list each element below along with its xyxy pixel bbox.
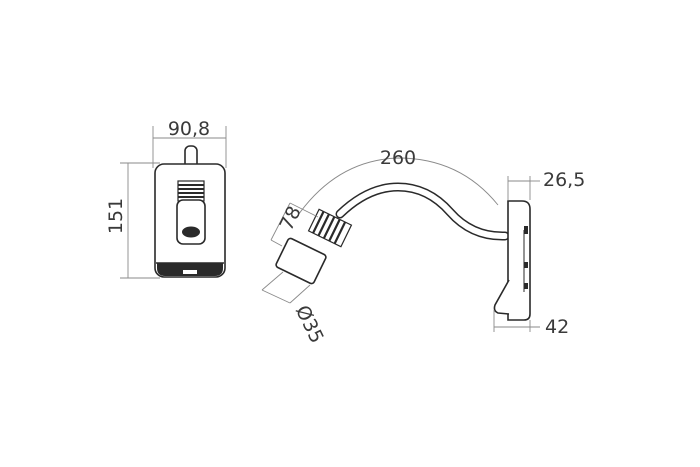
front-view: 90,8 151	[105, 118, 227, 279]
base-offset-label: 42	[545, 316, 569, 338]
dimension-head-diameter: Ø35	[261, 271, 328, 347]
dimension-arm-length: 260	[295, 147, 499, 219]
dimension-base-depth: 26,5	[507, 169, 585, 200]
side-lamp-head	[275, 237, 327, 285]
front-usb-slot	[183, 270, 197, 274]
arm-length-label: 260	[380, 147, 416, 169]
front-lens	[182, 226, 200, 238]
front-width-label: 90,8	[168, 118, 210, 140]
side-ribbed-neck	[307, 208, 353, 248]
side-switch	[524, 226, 528, 234]
dimension-base-offset: 42	[493, 310, 569, 338]
front-height-label: 151	[105, 198, 127, 234]
dimension-front-height: 151	[105, 162, 160, 279]
head-length-label: 78	[275, 203, 305, 234]
front-ribbed-neck	[177, 180, 205, 202]
side-bottom-tube	[493, 279, 510, 315]
side-wall-plate	[507, 200, 531, 321]
dimension-front-width: 90,8	[152, 118, 227, 168]
base-depth-label: 26,5	[543, 169, 585, 191]
side-view: 260 78 Ø35	[261, 147, 585, 347]
head-diameter-label: Ø35	[291, 302, 328, 347]
